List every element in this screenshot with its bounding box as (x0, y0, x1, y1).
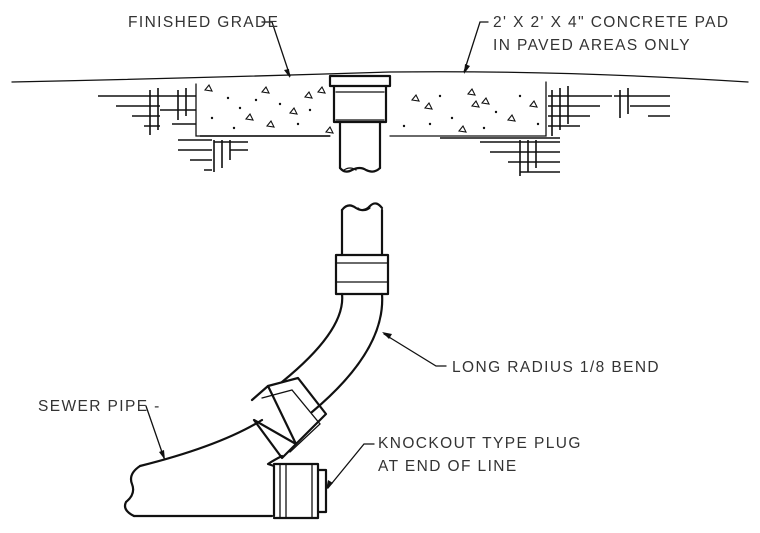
sewer-pipe-label: SEWER PIPE - (38, 398, 161, 415)
leader-arrowheads (159, 64, 470, 490)
concrete-aggregate (203, 83, 538, 134)
concrete-pad-label-line2: IN PAVED AREAS ONLY (493, 37, 691, 54)
finished-grade-line (11, 71, 749, 83)
soil-hatch-right (440, 86, 670, 176)
bend-lower-coupling (250, 376, 328, 460)
bend-label: LONG RADIUS 1/8 BEND (452, 359, 660, 376)
plug-leader (327, 443, 375, 489)
cleanout-cap (328, 74, 392, 124)
long-radius-bend (280, 292, 384, 414)
bend-leader (383, 333, 447, 367)
riser-pipe-lower (340, 202, 384, 257)
sewer-pipe-leader (145, 405, 165, 459)
soil-hatch-left (98, 88, 330, 172)
concrete-pad-leader (463, 21, 489, 73)
leader-lines (145, 21, 489, 489)
finished-grade-label: FINISHED GRADE (128, 14, 279, 31)
concrete-pad (195, 81, 547, 137)
riser-pipe-upper (338, 120, 382, 173)
bend-top-coupling (334, 253, 390, 296)
finished-grade-leader (261, 21, 291, 77)
knockout-plug (272, 462, 328, 520)
plug-label-line2: AT END OF LINE (378, 458, 518, 475)
concrete-pad-label-line1: 2' X 2' X 4" CONCRETE PAD (493, 14, 730, 31)
plug-label-line1: KNOCKOUT TYPE PLUG (378, 435, 582, 452)
wye-fitting (123, 418, 284, 518)
concrete-dots (210, 94, 540, 130)
